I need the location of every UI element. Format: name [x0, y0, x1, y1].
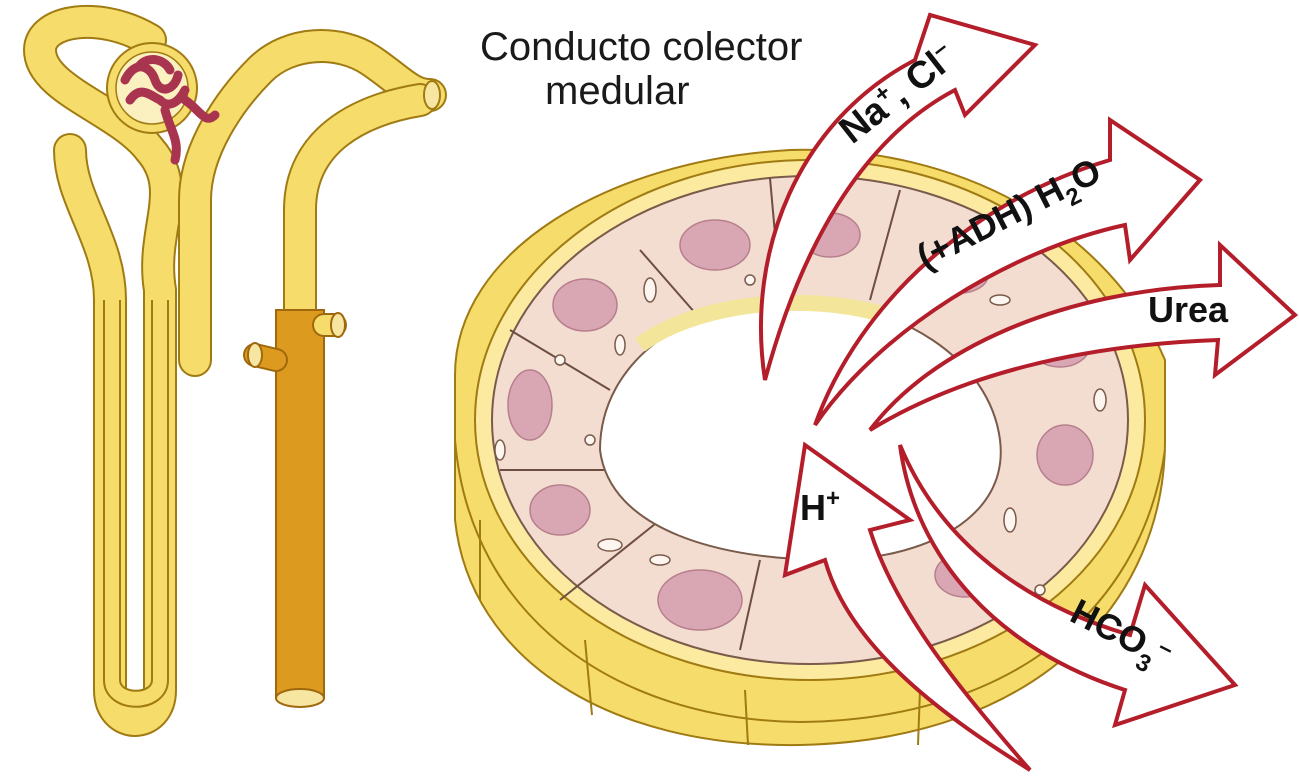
diagram-title: Conducto colector medular [480, 25, 802, 113]
label-urea: Urea [1148, 289, 1229, 330]
title-line-2: medular [545, 69, 690, 113]
title-line-1: Conducto colector [480, 25, 802, 69]
nephron-illustration [40, 22, 440, 720]
